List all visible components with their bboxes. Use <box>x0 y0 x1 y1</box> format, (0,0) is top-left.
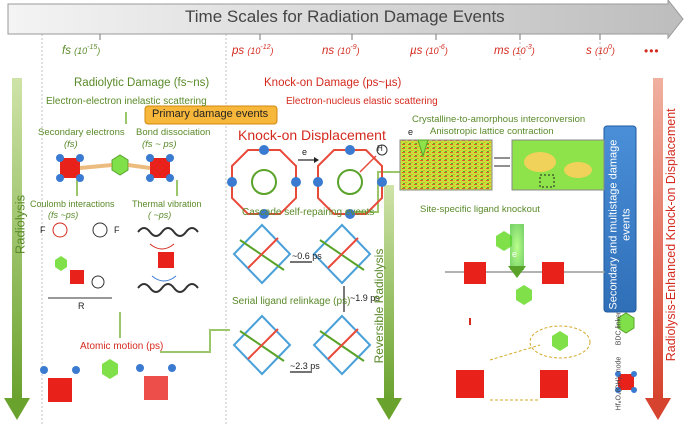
crystal-electron-label: e <box>408 127 414 137</box>
timescale-power: -9 <box>350 44 357 51</box>
timescale-close: ) <box>531 45 535 56</box>
electron-label: e <box>302 147 308 157</box>
timescale-exponent: (10 <box>247 45 261 56</box>
thermal-label: Thermal vibration <box>132 199 202 209</box>
serial-relinkage-label: Serial ligand relinkage (ps) <box>232 296 351 307</box>
enhanced-knockon-label: Radiolysis-Enhanced Knock-on Displacemen… <box>663 108 678 362</box>
knockon-header: Knock-on Damage (ps~µs) <box>264 77 402 89</box>
secondary-electrons-label: Secondary electrons <box>38 127 125 138</box>
timescale-power: -6 <box>438 44 445 51</box>
reversible-radiolysis-label: Reversible Radiolysis <box>372 248 386 364</box>
force-label-right: F <box>114 225 120 235</box>
primary-events-label: Primary damage events <box>152 108 269 120</box>
site-specific-structure <box>445 224 605 305</box>
atomic-motion-label: Atomic motion (ps) <box>80 341 164 352</box>
bottom-site-structure <box>456 318 591 401</box>
coulomb-diagram <box>48 222 112 299</box>
cascade-time-2: ~1.9 ps <box>350 293 380 303</box>
timescale-power: 0 <box>607 44 612 51</box>
timescale-power: -12 <box>260 44 271 51</box>
legend-node: Hf₆O₄(OH)₄ node <box>615 356 623 411</box>
timescale-label-ms: ms (10-3) <box>494 44 535 57</box>
secondary-multistage-label: Secondary and multistage damage events <box>607 139 632 310</box>
timescale-power: -3 <box>525 44 532 51</box>
radiolytic-subheader: Electron-electron inelastic scattering <box>46 96 207 107</box>
timescale-exponent: (10 <box>337 45 351 56</box>
timescale-exponent: (10 <box>594 45 608 56</box>
timescale-unit: µs <box>410 44 426 57</box>
cascade-arrows <box>290 261 345 373</box>
bond-dissociation-label: Bond dissociation <box>136 127 211 138</box>
cascade-diamonds <box>232 223 372 376</box>
primary-events-box <box>144 105 278 125</box>
timescale-close: ) <box>611 45 615 56</box>
timescale-close: ) <box>270 45 274 56</box>
crystalline-image <box>399 139 605 191</box>
enhanced-knockon-arrow <box>645 78 671 420</box>
timescale-unit: fs <box>62 44 75 57</box>
bond-dissociation-time: (fs ~ ps) <box>142 139 177 150</box>
legend-icons <box>615 312 637 393</box>
timescale-label-s: s (100) <box>586 44 615 57</box>
ellipsis-label: ••• <box>644 44 660 58</box>
timescale-close: ) <box>356 45 360 56</box>
displacement-arrowhead <box>314 157 319 163</box>
timescale-label-ns: ns (10-9) <box>322 44 360 57</box>
cascade-time-3: ~2.3 ps <box>290 361 320 371</box>
cascade-time-1: ~0.6 ps <box>292 251 322 261</box>
radiolytic-header: Radiolytic Damage (fs~ns) <box>74 77 210 89</box>
site-specific-label: Site-specific ligand knockout <box>420 204 540 215</box>
crystalline-label-2: Anisotropic lattice contraction <box>430 126 554 137</box>
diagram-title: Time Scales for Radiation Damage Events <box>185 7 505 26</box>
timescale-ticks <box>99 34 601 40</box>
crystalline-label-1: Crystalline-to-amorphous interconversion <box>412 114 586 125</box>
timescale-power: -15 <box>87 44 98 51</box>
knockon-structure-1 <box>227 145 301 219</box>
thermal-time: ( ~ps) <box>148 210 172 220</box>
knockon-structure-2 <box>313 144 388 219</box>
radiolysis-label: Radiolysis <box>12 194 28 255</box>
force-label-left: F <box>40 225 46 235</box>
legend-bdc-linker: BDC linker <box>615 311 623 346</box>
connector-arrows <box>76 112 400 353</box>
thermal-vibration-diagram <box>137 227 199 293</box>
secondary-multistage-box <box>603 125 637 313</box>
mof-structure-top-left <box>56 154 174 182</box>
reversible-radiolysis-arrow <box>376 185 402 420</box>
radiolysis-arrow <box>4 78 30 420</box>
secondary-electrons-time: (fs) <box>64 139 78 150</box>
atomic-motion-structure <box>40 359 176 402</box>
timescale-exponent: (10 <box>512 45 526 56</box>
knockon-subheader: Electron-nucleus elastic scattering <box>286 96 438 107</box>
timescale-exponent: (10 <box>74 45 88 56</box>
timescale-close: ) <box>444 45 448 56</box>
knockon-displacement-title: Knock-on Displacement <box>238 127 386 143</box>
time-axis-arrow <box>7 0 684 40</box>
distance-label: R <box>78 301 85 311</box>
timescale-unit: ps <box>232 44 248 57</box>
timescale-exponent: (10 <box>425 45 439 56</box>
coulomb-label: Coulomb interactions <box>30 199 115 209</box>
timescale-label-µs: µs (10-6) <box>410 44 448 57</box>
site-electron-label: e <box>512 249 518 259</box>
coulomb-time: (fs ~ps) <box>48 210 79 220</box>
cascade-label: Cascade self-repairing events <box>242 207 375 218</box>
timescale-label-fs: fs (10-15) <box>62 44 100 57</box>
timescale-close: ) <box>97 45 101 56</box>
timescale-label-ps: ps (10-12) <box>232 44 273 57</box>
timescale-unit: ms <box>494 44 513 57</box>
hydrogen-label: H <box>377 144 383 153</box>
timescale-unit: s <box>586 44 595 57</box>
timescale-unit: ns <box>322 44 338 57</box>
